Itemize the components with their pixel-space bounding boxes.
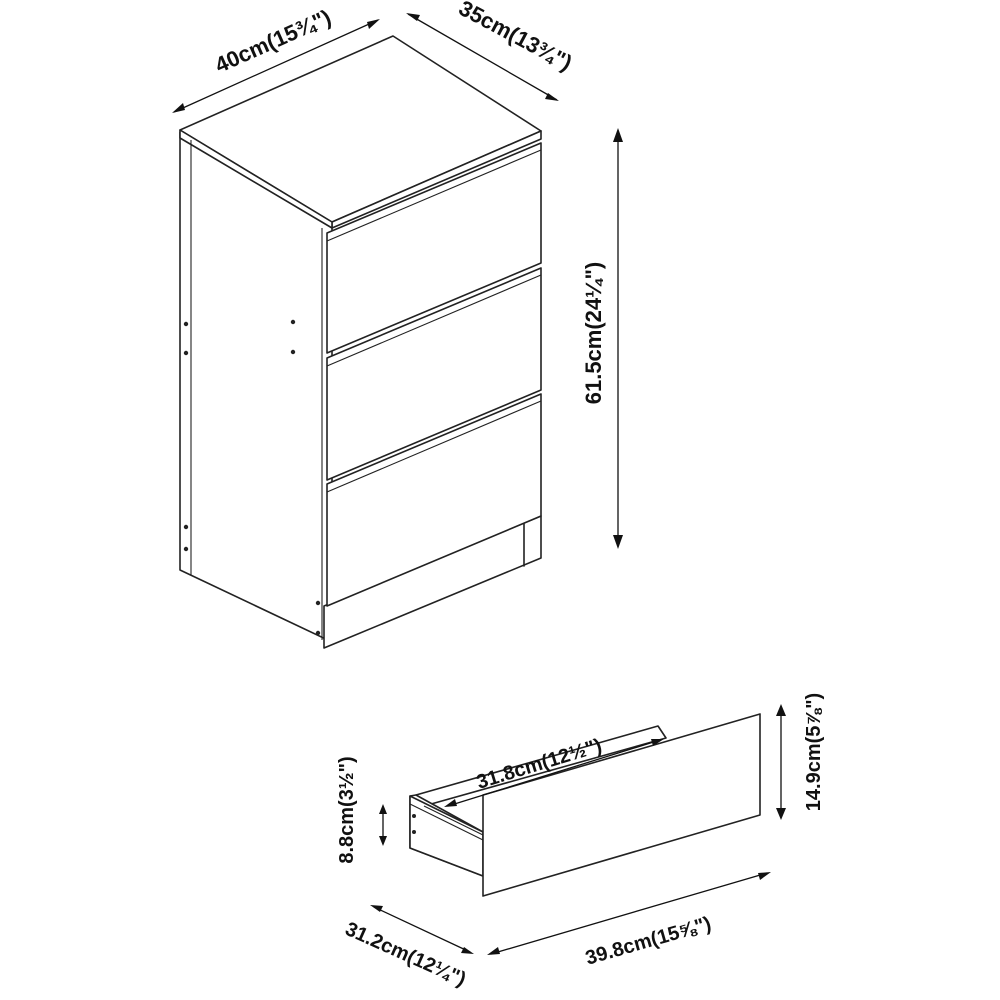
drawer-drawing	[409, 713, 761, 897]
label-drawer-side-height: 8.8cm(3½")	[336, 756, 358, 863]
label-cabinet-depth: 35cm(13¾")	[455, 0, 576, 76]
dimension-line-cabinet-depth	[406, 13, 559, 101]
dimension-line-cabinet-height	[613, 128, 623, 549]
label-drawer-depth: 31.2cm(12¼")	[342, 918, 469, 991]
label-cabinet-height: 61.5cm(24¼")	[581, 262, 606, 405]
drawer-front-panel	[482, 713, 761, 897]
dimension-line-drawer-front-height	[776, 704, 786, 820]
cabinet-drawer-top	[326, 142, 542, 354]
dimension-line-drawer-side-height	[379, 804, 387, 846]
dimension-line-drawer-depth	[370, 905, 474, 954]
cabinet-drawer-bottom	[326, 393, 542, 607]
dimension-line-drawer-inner-width	[444, 739, 664, 807]
label-drawer-front-height: 14.9cm(5⅞")	[803, 693, 825, 811]
dimension-line-drawer-front-width	[487, 872, 771, 955]
screw-holes	[183, 319, 321, 636]
cabinet-drawing	[179, 35, 542, 649]
cabinet-top-side-edge	[179, 129, 333, 229]
dimension-line-cabinet-width	[172, 19, 380, 113]
cabinet-drawer-middle	[326, 267, 542, 481]
